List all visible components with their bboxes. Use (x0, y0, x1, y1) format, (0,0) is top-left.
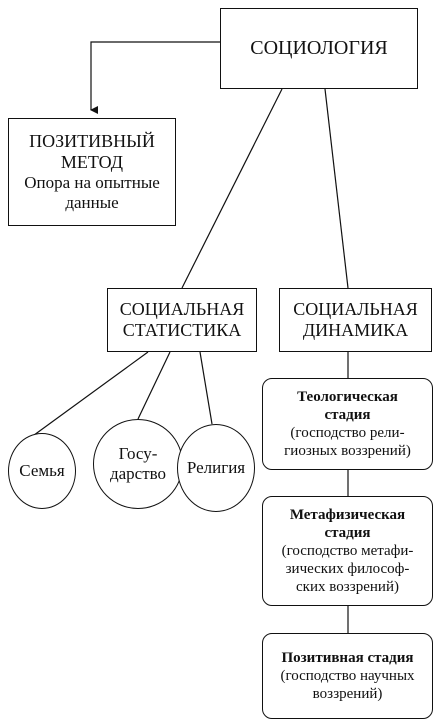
social-statics-line1: СОЦИАЛЬНАЯ (119, 299, 245, 319)
node-state: Госу- дарство (93, 419, 183, 509)
social-statics-line2: СТАТИСТИКА (122, 320, 242, 340)
line-statics-to-state (137, 351, 171, 420)
arrow-sociology-to-positive-method (90, 41, 220, 114)
node-theological-stage: Теологическая стадия (господство рели- г… (262, 378, 433, 470)
metaphysical-desc-line1: (господство метафи- (281, 543, 414, 559)
node-social-dynamics: СОЦИАЛЬНАЯ ДИНАМИКА (279, 288, 432, 352)
metaphysical-title-line2: стадия (324, 525, 371, 541)
positive-method-title-line2: МЕТОД (60, 152, 124, 172)
positive-stage-desc-line1: (господство научных (280, 668, 415, 684)
line-statics-to-religion (199, 351, 213, 425)
node-religion: Религия (177, 424, 255, 512)
positive-method-desc-line2: данные (65, 193, 119, 212)
line-sociology-to-dynamics (324, 88, 349, 289)
theological-title-line1: Теологическая (297, 389, 398, 405)
node-sociology-label: СОЦИОЛОГИЯ (250, 37, 388, 59)
theological-desc-line1: (господство рели- (290, 425, 405, 441)
positive-stage-title: Позитивная стадия (281, 650, 414, 666)
social-dynamics-line1: СОЦИАЛЬНАЯ (293, 299, 418, 319)
line-statics-to-family (29, 351, 149, 439)
metaphysical-title-line1: Метафизическая (289, 507, 406, 523)
theological-desc-line2: гиозных воззрений) (284, 443, 411, 459)
religion-label: Религия (186, 458, 246, 477)
theological-title-line2: стадия (324, 407, 371, 423)
positive-method-desc-line1: Опора на опытные (24, 173, 160, 192)
node-positive-stage: Позитивная стадия (господство научных во… (262, 633, 433, 719)
positive-method-title-line1: ПОЗИТИВНЫЙ (29, 131, 155, 151)
state-label-line2: дарство (109, 464, 167, 483)
node-metaphysical-stage: Метафизическая стадия (господство метафи… (262, 496, 433, 606)
node-sociology: СОЦИОЛОГИЯ (220, 8, 418, 89)
state-label-line1: Госу- (118, 444, 158, 463)
line-sociology-to-statics (181, 88, 283, 289)
metaphysical-desc-line2: зических философ- (285, 561, 410, 577)
node-family: Семья (8, 433, 76, 509)
positive-stage-desc-line2: воззрений) (312, 686, 383, 702)
node-social-statics: СОЦИАЛЬНАЯ СТАТИСТИКА (107, 288, 257, 352)
social-dynamics-line2: ДИНАМИКА (302, 320, 409, 340)
family-label: Семья (19, 461, 65, 480)
node-positive-method: ПОЗИТИВНЫЙ МЕТОД Опора на опытные данные (8, 118, 176, 226)
metaphysical-desc-line3: ских воззрений) (296, 579, 399, 595)
